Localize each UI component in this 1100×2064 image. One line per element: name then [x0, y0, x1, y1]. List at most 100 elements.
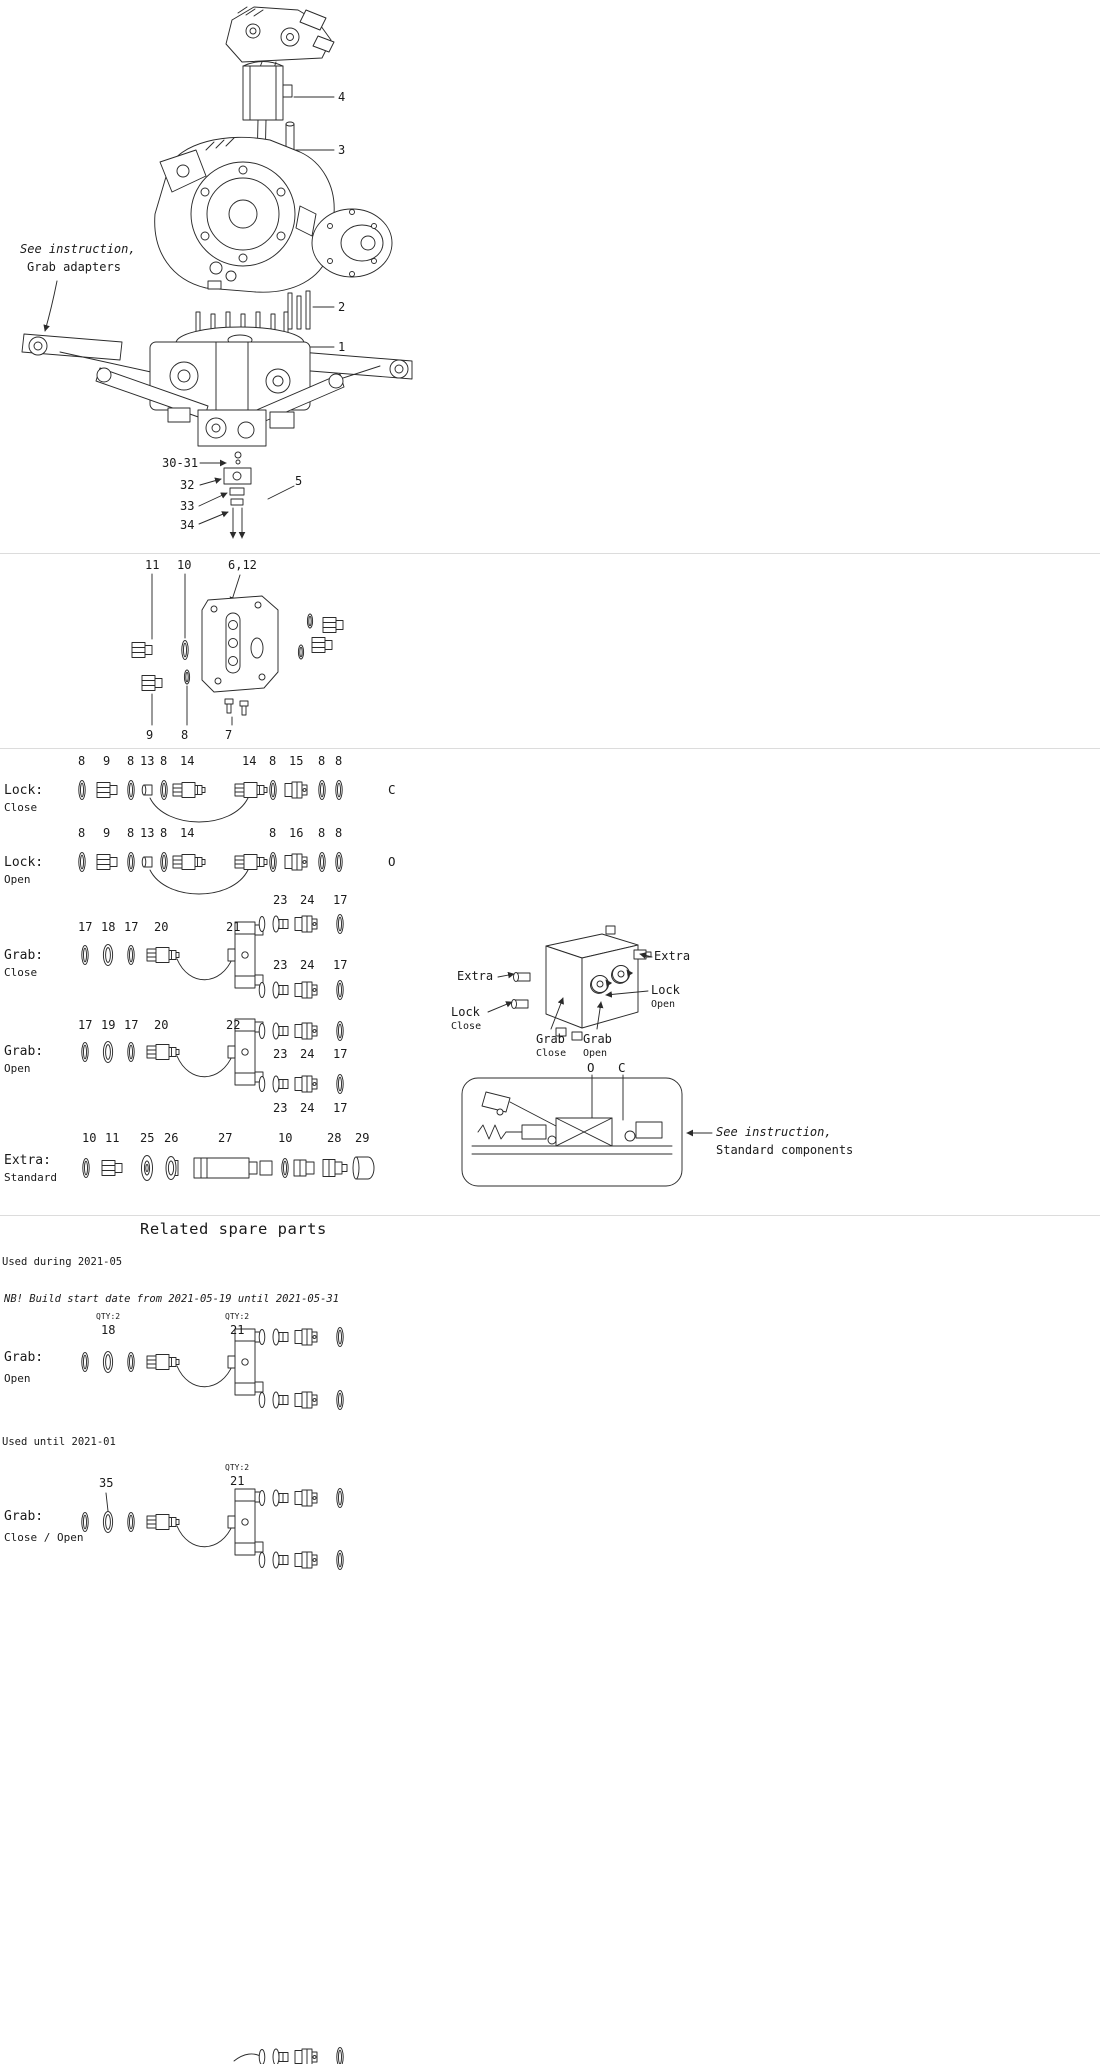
callout: 25	[140, 1131, 155, 1145]
note-standard-components: Standard components	[716, 1143, 854, 1157]
callout: 8	[335, 754, 343, 768]
note-grab-adapters: Grab adapters	[27, 260, 121, 274]
row-sublabel-lock-close: Close	[4, 801, 38, 814]
callout: 26	[164, 1131, 179, 1145]
callout: 8	[78, 754, 86, 768]
callout: 17	[78, 920, 93, 934]
row-sublabel-lock-open: Open	[4, 873, 31, 886]
callout-1: 1	[338, 340, 346, 354]
callout: 24	[300, 958, 315, 972]
row-sublabel-extra: Standard	[4, 1171, 57, 1184]
callout-9: 9	[146, 728, 154, 742]
callout-10: 10	[177, 558, 192, 572]
diagram-label-extra-left: Extra	[457, 969, 494, 983]
callout: 23	[273, 1101, 288, 1115]
section-divider	[0, 553, 1100, 554]
spare-parts-drawing	[0, 1215, 1100, 2064]
callout: 8	[160, 754, 168, 768]
note-see-instruction: See instruction,	[20, 242, 136, 256]
callout: 10	[82, 1131, 97, 1145]
nb-build-date-note: NB! Build start date from 2021-05-19 unt…	[4, 1293, 340, 1305]
diagram-label-grab-open: Grab	[583, 1032, 612, 1046]
diagram-label-extra-right: Extra	[654, 949, 691, 963]
callout: 8	[318, 826, 326, 840]
used-until-text: Used until 2021-01	[2, 1436, 116, 1448]
callout: 13	[140, 754, 155, 768]
assembly-exploded-drawing	[21, 6, 413, 539]
callout: 10	[278, 1131, 293, 1145]
diagram-label-lock-right: Lock	[651, 983, 680, 997]
callout: 11	[105, 1131, 120, 1145]
callout-34: 34	[180, 518, 195, 532]
row-label-lock-close: Lock:	[4, 783, 44, 798]
callout: 17	[333, 1101, 348, 1115]
callout-35: 35	[99, 1476, 114, 1490]
callout: 21	[226, 920, 241, 934]
callout: 24	[300, 893, 315, 907]
row-sublabel-spare-grab-close-open: Close / Open	[4, 1531, 84, 1544]
callout-30-31: 30-31	[162, 456, 199, 470]
section-divider	[0, 748, 1100, 749]
callout: 19	[101, 1018, 116, 1032]
diagram-sublabel-close: Close	[451, 1021, 482, 1032]
callout: 16	[289, 826, 304, 840]
row-sublabel-grab-open: Open	[4, 1062, 31, 1075]
callout-8: 8	[181, 728, 189, 742]
section-divider	[0, 1215, 1100, 1216]
callout: 17	[333, 893, 348, 907]
callout-6-12: 6,12	[228, 558, 257, 572]
used-during-text: Used during 2021-05	[2, 1256, 123, 1268]
callout: 8	[160, 826, 168, 840]
diagram-sublabel-grab-open: Open	[583, 1048, 608, 1059]
valve-block-drawing	[131, 573, 344, 726]
callout: 13	[140, 826, 155, 840]
callout: 9	[103, 826, 111, 840]
letter-o: O	[388, 854, 396, 869]
callout: 23	[273, 893, 288, 907]
callout: 22	[226, 1018, 241, 1032]
callout: 8	[127, 826, 135, 840]
callout: 9	[103, 754, 111, 768]
callout: 27	[218, 1131, 233, 1145]
callout: 23	[273, 958, 288, 972]
row-sublabel-grab-close: Close	[4, 966, 38, 979]
qty-label: QTY:2	[225, 1312, 250, 1321]
callout-3: 3	[338, 143, 346, 157]
letter-o: O	[587, 1060, 595, 1075]
letter-c: C	[388, 782, 396, 797]
callout: 8	[269, 826, 277, 840]
callout: 8	[335, 826, 343, 840]
callout: 8	[127, 754, 135, 768]
callout: 28	[327, 1131, 342, 1145]
callout: 20	[154, 1018, 169, 1032]
callout: 24	[300, 1047, 315, 1061]
callout: 17	[333, 1047, 348, 1061]
seal-kits-drawing	[0, 748, 713, 1187]
callout-7: 7	[225, 728, 233, 742]
callout: 18	[101, 920, 116, 934]
callout: 8	[78, 826, 86, 840]
callout: 14	[180, 826, 195, 840]
section-heading-related-spare-parts: Related spare parts	[140, 1220, 327, 1238]
row-label-grab-open: Grab:	[4, 1044, 44, 1059]
callout: 14	[242, 754, 257, 768]
row-label-lock-open: Lock:	[4, 855, 44, 870]
row-label-spare-grab-open: Grab:	[4, 1350, 44, 1365]
valve-block-mini	[511, 925, 652, 1041]
callout-21: 21	[230, 1474, 245, 1488]
callout-33: 33	[180, 499, 195, 513]
callout: 24	[300, 1101, 315, 1115]
callout: 29	[355, 1131, 370, 1145]
callout: 20	[154, 920, 169, 934]
diagram-sublabel-grab-close: Close	[536, 1048, 567, 1059]
qty-label: QTY:2	[225, 1463, 250, 1472]
row-label-spare-grab-close-open: Grab:	[4, 1509, 44, 1524]
callout: 17	[124, 920, 139, 934]
callout-11: 11	[145, 558, 160, 572]
callout-18: 18	[101, 1323, 116, 1337]
row-sublabel-spare-grab-open: Open	[4, 1372, 31, 1385]
qty-label: QTY:2	[96, 1312, 121, 1321]
callout: 23	[273, 1047, 288, 1061]
callout: 8	[269, 754, 277, 768]
